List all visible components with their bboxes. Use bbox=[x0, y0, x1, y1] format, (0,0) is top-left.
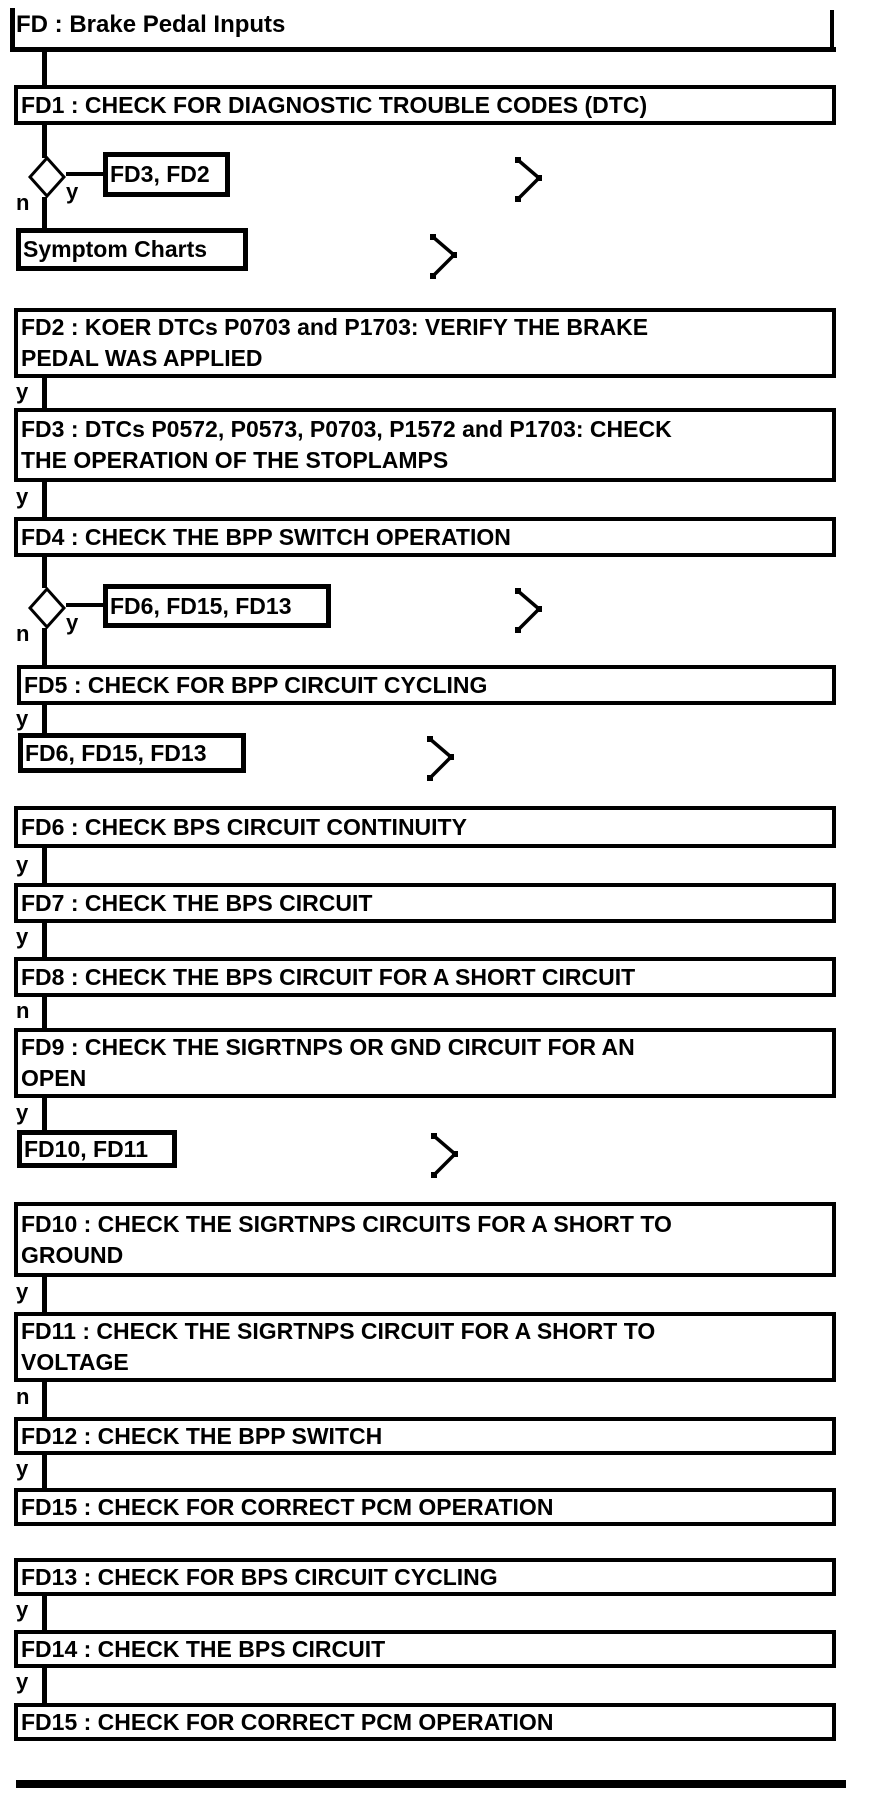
connector bbox=[42, 1668, 47, 1703]
connector bbox=[42, 1277, 47, 1312]
chevron-right-icon bbox=[515, 157, 542, 202]
branch-label-yes: y bbox=[16, 1669, 29, 1694]
chevron-right-icon bbox=[431, 1133, 458, 1178]
connector bbox=[66, 172, 105, 176]
step-fd4: FD4 : CHECK THE BPP SWITCH OPERATION bbox=[14, 517, 836, 557]
ref-fd6-fd15-fd13-a: FD6, FD15, FD13 bbox=[103, 584, 331, 628]
connector bbox=[42, 482, 47, 517]
step-fd12: FD12 : CHECK THE BPP SWITCH bbox=[14, 1417, 836, 1455]
step-fd14: FD14 : CHECK THE BPS CIRCUIT bbox=[14, 1630, 836, 1668]
chevron-right-icon bbox=[515, 588, 542, 633]
step-fd10: FD10 : CHECK THE SIGRTNPS CIRCUITS FOR A… bbox=[14, 1202, 836, 1277]
connector bbox=[42, 1098, 47, 1132]
step-fd2: FD2 : KOER DTCs P0703 and P1703: VERIFY … bbox=[14, 308, 836, 378]
connector bbox=[42, 197, 47, 232]
branch-label-yes: y bbox=[66, 179, 79, 204]
connector bbox=[42, 1382, 47, 1417]
chevron-right-icon bbox=[427, 736, 454, 781]
branch-label-no: n bbox=[16, 1384, 30, 1409]
header-right-tick bbox=[830, 10, 834, 47]
connector bbox=[42, 557, 47, 588]
connector bbox=[42, 125, 47, 158]
step-fd8: FD8 : CHECK THE BPS CIRCUIT FOR A SHORT … bbox=[14, 957, 836, 997]
branch-label-yes: y bbox=[16, 484, 29, 509]
decision-diamond bbox=[28, 156, 66, 198]
step-fd1: FD1 : CHECK FOR DIAGNOSTIC TROUBLE CODES… bbox=[14, 85, 836, 125]
step-fd9: FD9 : CHECK THE SIGRTNPS OR GND CIRCUIT … bbox=[14, 1028, 836, 1098]
connector bbox=[42, 628, 47, 665]
branch-label-yes: y bbox=[66, 610, 79, 635]
chevron-right-icon bbox=[430, 234, 457, 279]
step-fd13: FD13 : CHECK FOR BPS CIRCUIT CYCLING bbox=[14, 1558, 836, 1596]
connector bbox=[66, 603, 105, 607]
bottom-rule bbox=[16, 1780, 846, 1788]
branch-label-yes: y bbox=[16, 1597, 29, 1622]
step-fd15-b: FD15 : CHECK FOR CORRECT PCM OPERATION bbox=[14, 1703, 836, 1741]
step-fd3: FD3 : DTCs P0572, P0573, P0703, P1572 an… bbox=[14, 408, 836, 482]
ref-fd3-fd2: FD3, FD2 bbox=[103, 152, 230, 197]
branch-label-yes: y bbox=[16, 852, 29, 877]
header-underline bbox=[10, 47, 836, 52]
branch-label-no: n bbox=[16, 998, 30, 1023]
connector bbox=[42, 848, 47, 883]
decision-diamond bbox=[28, 587, 66, 629]
ref-symptom-charts: Symptom Charts bbox=[16, 228, 248, 271]
connector bbox=[42, 923, 47, 957]
step-fd15-a: FD15 : CHECK FOR CORRECT PCM OPERATION bbox=[14, 1488, 836, 1526]
header-left-tick bbox=[10, 8, 15, 52]
step-fd7: FD7 : CHECK THE BPS CIRCUIT bbox=[14, 883, 836, 923]
connector bbox=[42, 997, 47, 1028]
branch-label-yes: y bbox=[16, 1100, 29, 1125]
branch-label-yes: y bbox=[16, 706, 29, 731]
ref-fd6-fd15-fd13-b: FD6, FD15, FD13 bbox=[18, 733, 246, 773]
step-fd5: FD5 : CHECK FOR BPP CIRCUIT CYCLING bbox=[17, 665, 836, 705]
page-title: FD : Brake Pedal Inputs bbox=[16, 11, 286, 38]
branch-label-no: n bbox=[16, 621, 30, 646]
connector bbox=[42, 52, 47, 85]
step-fd11: FD11 : CHECK THE SIGRTNPS CIRCUIT FOR A … bbox=[14, 1312, 836, 1382]
branch-label-no: n bbox=[16, 190, 30, 215]
branch-label-yes: y bbox=[16, 1456, 29, 1481]
connector bbox=[42, 1455, 47, 1488]
connector bbox=[42, 1596, 47, 1630]
branch-label-yes: y bbox=[16, 379, 29, 404]
ref-fd10-fd11: FD10, FD11 bbox=[17, 1130, 177, 1168]
step-fd6: FD6 : CHECK BPS CIRCUIT CONTINUITY bbox=[14, 806, 836, 848]
branch-label-yes: y bbox=[16, 924, 29, 949]
connector bbox=[42, 378, 47, 408]
branch-label-yes: y bbox=[16, 1279, 29, 1304]
connector bbox=[42, 705, 47, 735]
